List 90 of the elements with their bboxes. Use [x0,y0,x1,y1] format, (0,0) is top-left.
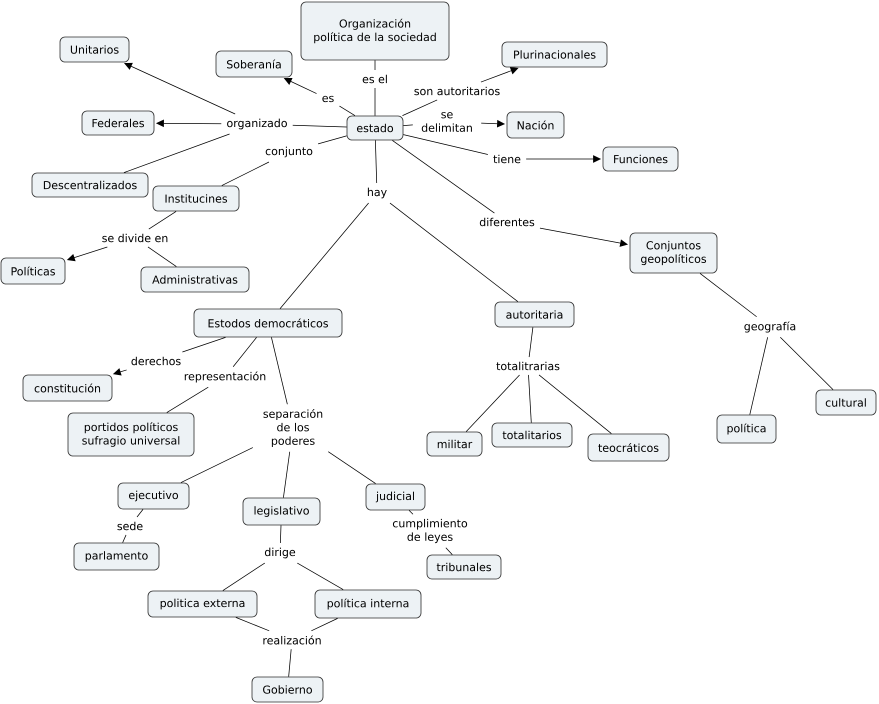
connector-line [403,124,414,126]
connector-line [780,336,834,390]
concept-box: Organización política de la sociedad [300,2,450,60]
linking-phrase: representación [184,371,266,383]
connector-line [311,618,338,632]
linking-phrase: realización [263,636,321,644]
connector-line [445,547,453,555]
connector-line [374,60,376,70]
concept-box: estado [346,116,404,140]
linking-phrase: dirige [264,548,296,558]
concept-box: Federales [82,110,154,136]
concept-box: parlamento [74,542,160,570]
concept-box: política interna [314,590,422,618]
connector-line [700,273,758,318]
connector-line [124,134,230,173]
concept-box: totalitarios [492,422,572,448]
linking-phrase: cumplimiento de leyes [392,518,468,544]
connector-line [749,336,768,415]
connector-line [136,509,144,518]
concept-box: judicial [366,484,426,510]
concept-box: Nación [506,112,564,138]
concept-box: politica externa [148,590,258,618]
connector-line [232,337,257,368]
connector-line [271,337,288,405]
concept-box: legislativo [242,498,320,526]
concept-box: cultural [816,390,876,416]
concept-box: ejecutivo [118,482,190,510]
connector-line [403,134,488,155]
linking-phrase: es el [362,74,387,84]
concept-box: militar [426,432,482,456]
connector-line [221,162,270,186]
connector-line [402,100,438,116]
linking-phrase: separación de los poderes [263,408,322,448]
connector-line [122,534,126,543]
concept-box: teocráticos [588,434,670,462]
connector-line [296,562,344,590]
concept-box: constitución [22,374,112,402]
connector-line [148,246,177,267]
connector-line [328,451,376,484]
connector-line [318,136,347,144]
connector-line [280,525,282,544]
linking-phrase: son autoritarios [414,86,500,96]
connector-line [375,140,378,184]
connector-line [392,140,495,214]
linking-phrase: diferentes [480,218,534,226]
linking-phrase: se divide en [102,234,168,242]
concept-box: Gobierno [252,676,324,702]
connector-line [148,211,176,230]
connector-line [280,202,369,309]
concept-box: política [716,414,776,444]
connector-line [528,327,534,358]
connector-line [283,451,290,498]
connector-line [408,510,414,515]
connector-line [466,374,520,432]
connector-line [235,617,270,632]
concept-box: Administrativas [140,266,250,292]
concept-box: Institucines [152,186,240,212]
connector-line [339,106,356,116]
concept-box: Soberanía [216,50,292,78]
connector-line [390,202,518,302]
linking-phrase: es [322,96,334,102]
connector-line [182,337,226,352]
concept-box: Estodos democráticos [194,308,342,338]
connector-line [180,447,254,483]
connector-line [528,374,532,423]
concept-box: tribunales [426,554,502,580]
concept-box: Conjuntos geopolíticos [630,232,718,274]
linking-phrase: sede [117,522,143,530]
linking-phrase: derechos [131,356,181,366]
linking-phrase: geografía [744,321,796,333]
connector-line [538,374,612,434]
concept-box: Políticas [0,258,66,284]
concept-box: portidos políticos sufragio universal [68,412,194,456]
concept-box: Descentralizados [32,172,148,198]
connector-line [166,386,209,413]
concept-box: Plurinacionales [502,42,608,68]
concept-box: Unitarios [60,36,130,62]
arrow [124,62,236,114]
connector-line [292,124,347,128]
linking-phrase: conjunto [266,146,312,158]
linking-phrase: se delimitan [422,112,472,132]
linking-phrase: organizado [227,118,287,130]
connector-line [374,88,376,116]
linking-phrase: totalitrarias [496,362,560,370]
concept-box: Funciones [602,146,678,172]
connector-line [288,648,292,677]
linking-phrase: tiene [493,154,520,164]
concept-box: autoritaria [494,302,574,328]
linking-phrase: hay [368,188,387,198]
connector-line [222,562,266,591]
